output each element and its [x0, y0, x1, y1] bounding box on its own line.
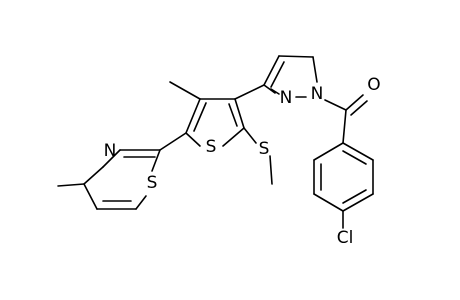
thiazole-sulfur-label: S — [147, 173, 158, 193]
thiazole-nitrogen-label: N — [104, 141, 117, 161]
methylthio-sulfur-label: S — [259, 139, 270, 159]
pyrazole-ring — [263, 55, 318, 98]
thiophene-ring — [169, 81, 245, 147]
carbonyl-oxygen-label: O — [367, 75, 380, 95]
pyrazole-n1-label: N — [311, 84, 324, 104]
thiazole-ring — [57, 149, 161, 210]
pyrazole-n2-label: N — [280, 88, 293, 108]
chlorine-label: Cl — [337, 228, 354, 248]
methylthio-group — [243, 127, 273, 185]
carbonyl-group — [324, 94, 368, 144]
thiazole-thiophene-bond — [159, 132, 187, 151]
thiophene-sulfur-label: S — [206, 137, 217, 157]
thiophene-pyrazole-bond — [234, 84, 265, 100]
chlorophenyl-ring — [313, 142, 374, 229]
